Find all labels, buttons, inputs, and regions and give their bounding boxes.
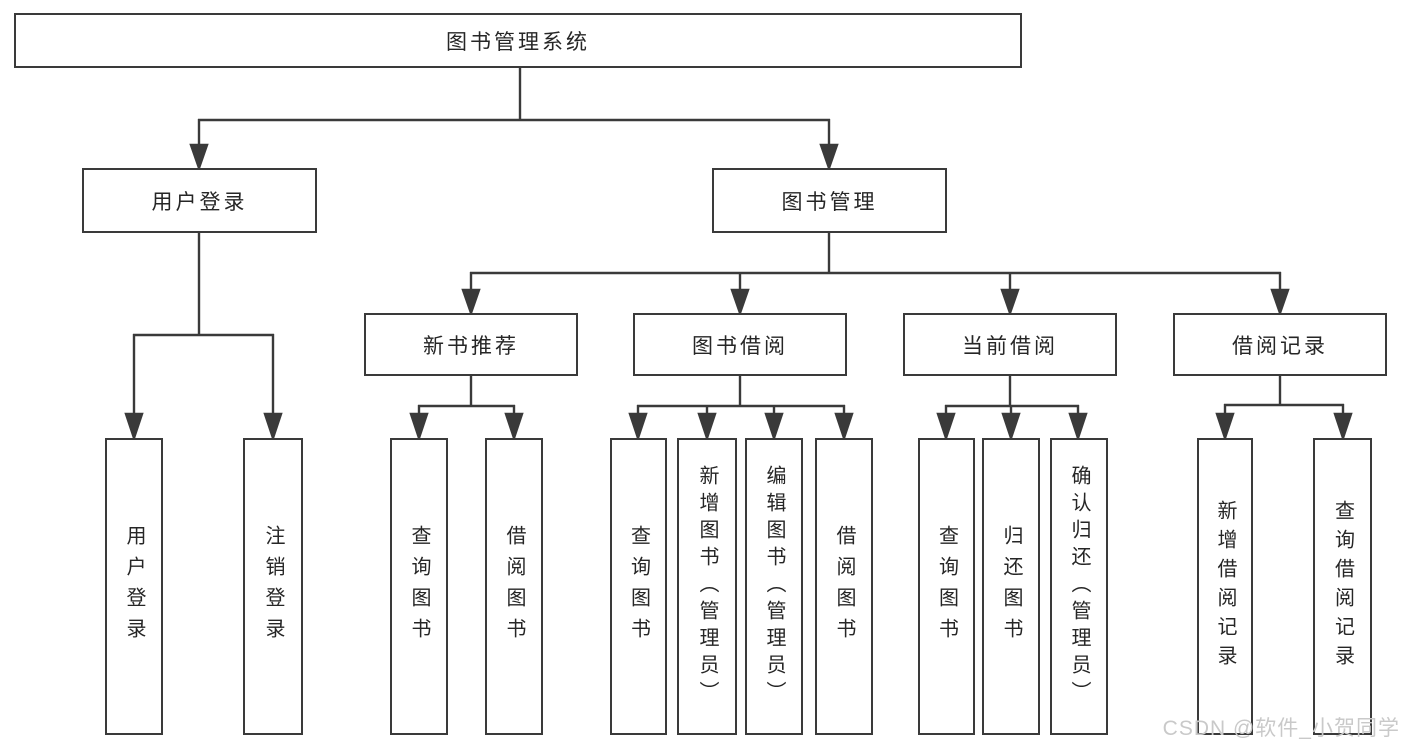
leaf-add-book-admin: 新增图书（管理员）: [677, 438, 737, 735]
leaf-query-borrow-record: 查询借阅记录: [1313, 438, 1372, 735]
leaf-borrow-books-recommend: 借阅图书: [485, 438, 543, 735]
leaf-logout: 注销登录: [243, 438, 303, 735]
leaf-return-books: 归还图书: [982, 438, 1040, 735]
node-book-management: 图书管理: [712, 168, 947, 233]
leaf-edit-book-admin: 编辑图书（管理员）: [745, 438, 803, 735]
leaf-query-books-borrow: 查询图书: [610, 438, 667, 735]
node-current-borrow: 当前借阅: [903, 313, 1117, 376]
leaf-user-login: 用户登录: [105, 438, 163, 735]
node-user-login: 用户登录: [82, 168, 317, 233]
leaf-confirm-return-admin: 确认归还（管理员）: [1050, 438, 1108, 735]
watermark: CSDN @软件_小贺同学: [1162, 717, 1400, 740]
node-new-book-recommend: 新书推荐: [364, 313, 578, 376]
node-borrow-records: 借阅记录: [1173, 313, 1387, 376]
leaf-borrow-books: 借阅图书: [815, 438, 873, 735]
node-book-borrow: 图书借阅: [633, 313, 847, 376]
leaf-query-books-recommend: 查询图书: [390, 438, 448, 735]
node-library-system: 图书管理系统: [14, 13, 1022, 68]
leaf-query-books-current: 查询图书: [918, 438, 975, 735]
leaf-add-borrow-record: 新增借阅记录: [1197, 438, 1253, 735]
